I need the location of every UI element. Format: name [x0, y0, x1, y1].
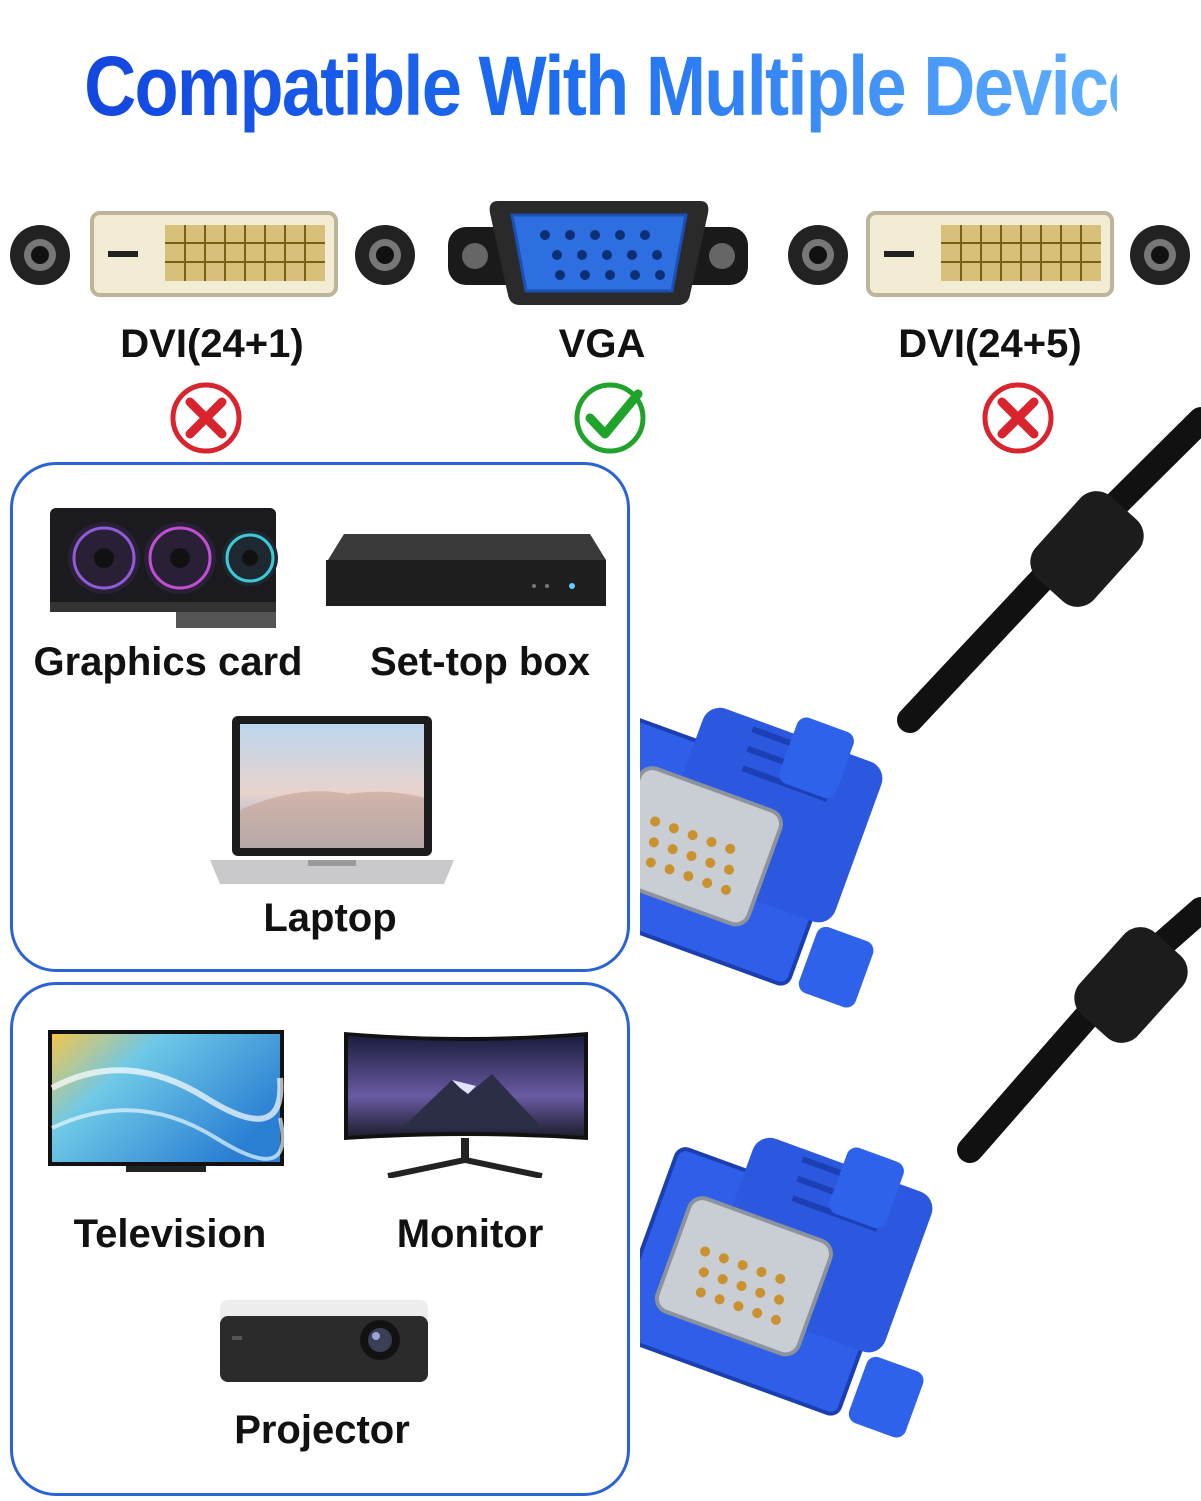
dvi-24-5-connector-icon — [788, 211, 1190, 297]
television-icon — [48, 1030, 285, 1172]
graphics-card-icon — [50, 508, 278, 628]
vga-connector-icon — [448, 201, 748, 305]
device-label-television: Television — [73, 1212, 267, 1256]
connector-label-dvi-24-5: DVI(24+5) — [898, 322, 1082, 366]
red-x-icon — [982, 382, 1054, 454]
connector-row — [10, 201, 1190, 305]
projector-icon — [220, 1300, 428, 1382]
device-label-projector: Projector — [234, 1408, 410, 1452]
laptop-icon — [210, 716, 454, 884]
connector-label-vga: VGA — [558, 322, 646, 366]
monitor-icon — [344, 1032, 588, 1178]
red-x-icon — [170, 382, 242, 454]
connector-label-dvi-24-1: DVI(24+1) — [120, 322, 304, 366]
vga-cable-illustration — [640, 407, 1201, 1438]
green-check-icon — [574, 382, 646, 454]
set-top-box-icon — [326, 534, 606, 606]
device-label-monitor: Monitor — [396, 1212, 544, 1256]
device-label-laptop: Laptop — [263, 896, 397, 940]
headline: Compatible With Multiple Devices — [84, 39, 1186, 133]
device-label-graphics-card: Graphics card — [33, 640, 303, 684]
device-label-set-top-box: Set-top box — [370, 640, 590, 684]
dvi-24-1-connector-icon — [10, 211, 415, 297]
